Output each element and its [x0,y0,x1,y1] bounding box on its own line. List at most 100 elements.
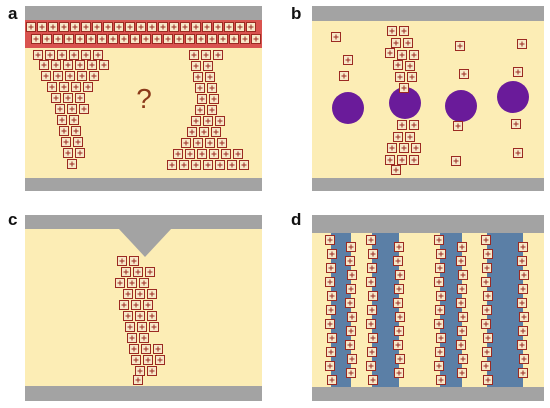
vacancy-icon [403,38,413,48]
vacancy-icon [59,82,69,92]
vacancy-icon [141,344,151,354]
vacancy-icon [397,120,407,130]
vacancy-icon [399,143,409,153]
vacancy-icon [213,22,223,32]
vacancy-icon [152,34,162,44]
vacancy-icon [343,55,353,65]
vacancy-icon [483,333,493,343]
vacancy-icon [211,127,221,137]
vacancy-icon [63,93,73,103]
vacancy-icon [240,34,250,44]
vacancy-icon [92,22,102,32]
vacancy-icon [345,256,355,266]
vacancy-icon [327,291,337,301]
panel-a: ? [25,6,262,191]
vacancy-icon [61,137,71,147]
vacancy-icon [436,333,446,343]
vacancy-icon [347,270,357,280]
vacancy-icon [483,375,493,385]
vacancy-icon [347,354,357,364]
vacancy-icon [434,319,444,329]
vacancy-icon [48,22,58,32]
vacancy-icon [69,115,79,125]
question-mark: ? [136,83,152,114]
vacancy-icon [37,22,47,32]
vacancy-icon [325,361,335,371]
vacancy-icon [63,60,73,70]
vacancy-icon [149,322,159,332]
vacancy-icon [147,311,157,321]
vacancy-icon [207,34,217,44]
vacancy-icon [395,270,405,280]
vacancy-icon [482,305,492,315]
vacancy-icon [196,34,206,44]
vacancy-icon [221,149,231,159]
vacancy-icon [458,270,468,280]
vacancy-icon [435,263,445,273]
vacancy-icon [251,34,261,44]
vacancy-icon [69,50,79,60]
vacancy-icon [393,60,403,70]
vacancy-icon [41,71,51,81]
vacancy-icon [457,326,467,336]
vacancy-icon [123,289,133,299]
vacancy-icon [127,333,137,343]
vacancy-icon [224,22,234,32]
vacancy-icon [125,22,135,32]
vacancy-icon [367,305,377,315]
vacancy-icon [201,50,211,60]
vacancy-icon [79,104,89,114]
vacancy-icon [519,270,529,280]
vacancy-icon [434,277,444,287]
vacancy-icon [397,155,407,165]
vacancy-icon [368,291,378,301]
vacancy-icon [203,160,213,170]
vacancy-icon [518,284,528,294]
vacancy-icon [517,39,527,49]
vacancy-icon [70,22,80,32]
vacancy-icon [395,72,405,82]
particle [332,92,364,124]
vacancy-icon [391,38,401,48]
vacancy-icon [435,347,445,357]
vacancy-icon [215,116,225,126]
vacancy-icon [481,235,491,245]
vacancy-icon [387,143,397,153]
vacancy-icon [326,305,336,315]
panel-c [25,215,262,401]
vacancy-icon [163,34,173,44]
vacancy-icon [39,60,49,70]
vacancy-icon [217,138,227,148]
vacancy-icon [436,291,446,301]
bottom-electrode-b [312,178,544,191]
vacancy-icon [63,148,73,158]
vacancy-icon [191,116,201,126]
vacancy-icon [394,242,404,252]
vacancy-icon [180,22,190,32]
vacancy-icon [195,83,205,93]
vacancy-icon [53,34,63,44]
vacancy-icon [409,50,419,60]
vacancy-icon [75,148,85,158]
vacancy-icon [331,32,341,42]
vacancy-icon [137,322,147,332]
vacancy-icon [136,22,146,32]
vacancy-icon [518,326,528,336]
vacancy-icon [129,344,139,354]
vacancy-icon [207,105,217,115]
vacancy-icon [345,340,355,350]
bottom-electrode-a [25,178,262,191]
vacancy-icon [481,277,491,287]
vacancy-icon [213,50,223,60]
vacancy-icon [123,311,133,321]
vacancy-icon [93,50,103,60]
vacancy-icon [393,256,403,266]
vacancy-icon [114,22,124,32]
vacancy-icon [458,312,468,322]
vacancy-icon [387,26,397,36]
vacancy-icon [131,355,141,365]
vacancy-icon [81,50,91,60]
vacancy-icon [67,159,77,169]
vacancy-icon [367,263,377,273]
vacancy-icon [77,71,87,81]
